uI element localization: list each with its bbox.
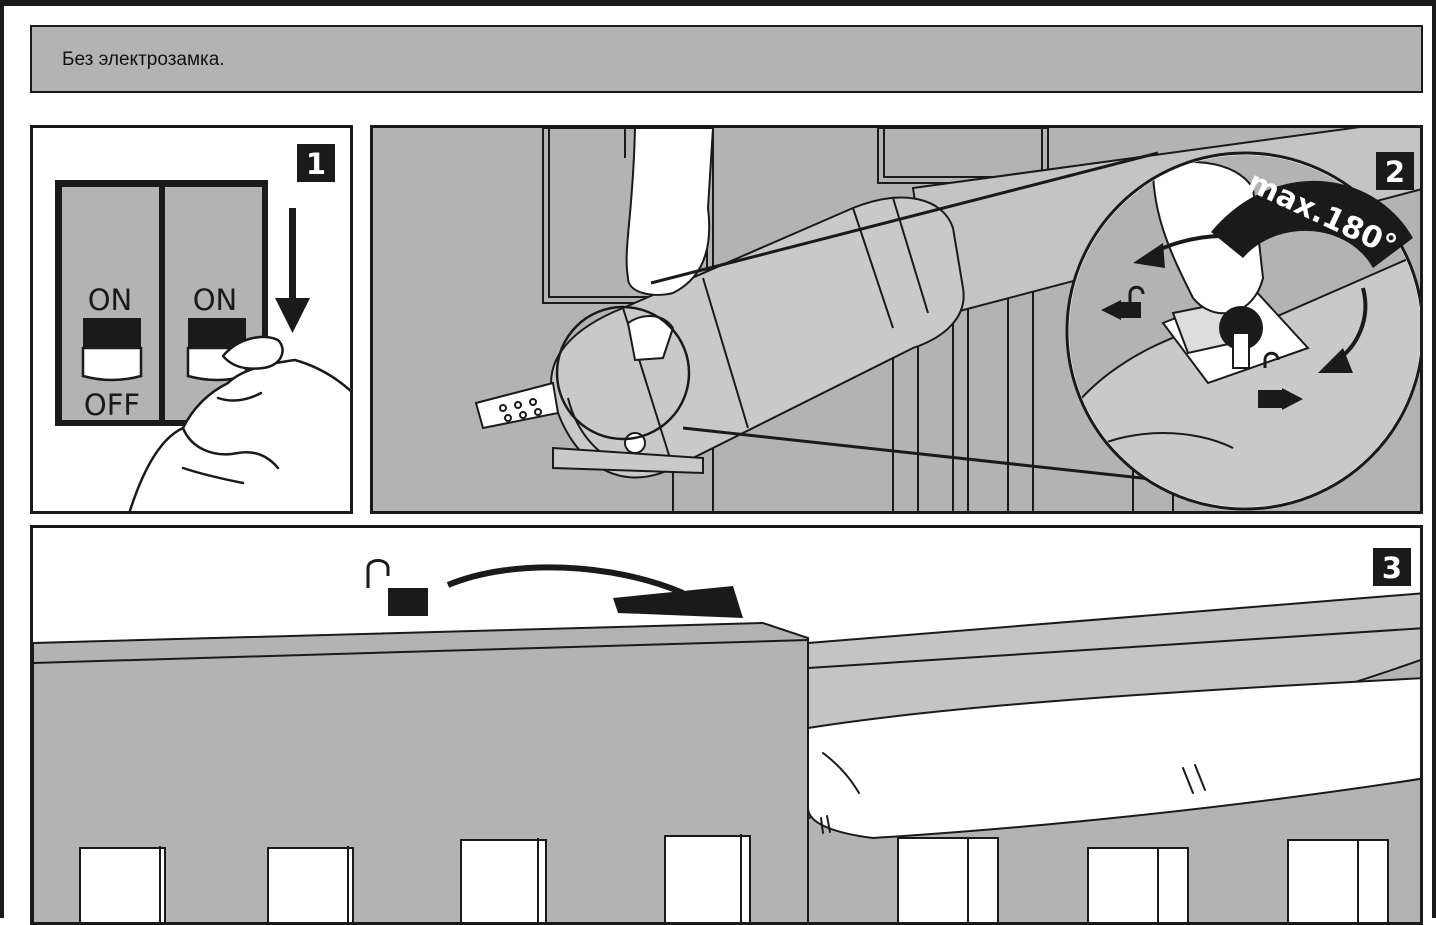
- gate-push-illustration: 3: [33, 548, 1420, 922]
- step-3-panel: 3: [30, 525, 1423, 925]
- hand-illustration: [128, 335, 350, 511]
- breaker-illustration: ON OFF ON 1: [55, 144, 350, 511]
- left-off-label: OFF: [84, 388, 140, 422]
- locked-padlock-icon: [1258, 351, 1303, 410]
- step-3-badge: 3: [1382, 551, 1402, 585]
- step-2-badge-bg: [1376, 152, 1414, 190]
- step-1-panel: ON OFF ON 1: [30, 125, 353, 514]
- mounting-bracket: [474, 381, 704, 475]
- curved-arrow-icon: [446, 564, 743, 618]
- detail-circle-small: [555, 305, 691, 441]
- unlocked-padlock-icon: [366, 559, 428, 616]
- step-1-badge: 1: [306, 147, 326, 181]
- header-text: Без электрозамка.: [62, 49, 225, 70]
- left-gate-leaf: [33, 621, 809, 922]
- curved-arrow-icon: [1133, 234, 1368, 373]
- zoom-detail: max.180°: [1065, 151, 1420, 511]
- step-1-badge-bg: [297, 144, 335, 182]
- arrow-down-icon: [275, 208, 310, 333]
- step-3-badge-bg: [1373, 548, 1411, 586]
- operator-key-illustration: max.180° 2: [474, 128, 1420, 511]
- left-toggle: [81, 318, 143, 382]
- arm-illustration: [807, 677, 1420, 840]
- hand-with-key: [625, 128, 715, 362]
- unlocked-padlock-icon: [1101, 285, 1145, 320]
- step-2-badge: 2: [1385, 155, 1405, 189]
- instruction-header: Без электрозамка.: [30, 25, 1423, 93]
- left-on-label: ON: [88, 283, 133, 317]
- right-on-label: ON: [193, 283, 238, 317]
- step-2-panel: max.180° 2: [370, 125, 1423, 514]
- zoom-lines: [650, 151, 1234, 490]
